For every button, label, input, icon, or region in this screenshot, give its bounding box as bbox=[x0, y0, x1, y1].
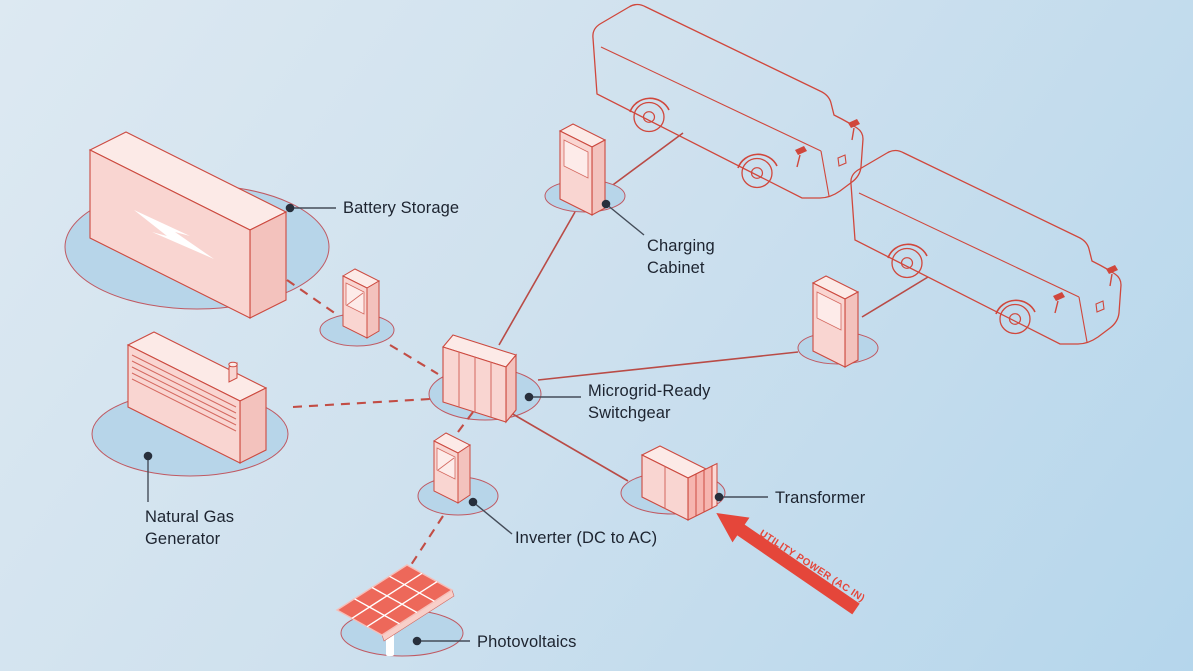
label-photovoltaics: Photovoltaics bbox=[477, 631, 576, 653]
photovoltaics-unit bbox=[335, 564, 455, 656]
edge-photovoltaics-to-inverter bbox=[408, 515, 444, 569]
label-text: Natural Gas Generator bbox=[145, 508, 235, 548]
edge-cabinet1-to-bus1 bbox=[605, 132, 684, 191]
label-text: Transformer bbox=[775, 489, 866, 507]
label-text: Inverter (DC to AC) bbox=[515, 529, 658, 547]
edge-battery-to-inverter-cabinet bbox=[286, 279, 337, 315]
label-text: Microgrid-Ready Switchgear bbox=[588, 382, 711, 422]
battery-inverter-cabinet bbox=[341, 268, 381, 339]
natural-gas-generator-unit bbox=[126, 331, 268, 464]
label-inverter: Inverter (DC to AC) bbox=[515, 527, 657, 549]
solid-connections bbox=[498, 132, 929, 482]
lightning-bolt-icon bbox=[134, 210, 214, 259]
label-text: Battery Storage bbox=[343, 199, 460, 217]
label-switchgear: Microgrid-Ready Switchgear bbox=[588, 380, 728, 424]
edge-generator-to-switchgear bbox=[292, 397, 431, 409]
switchgear-unit bbox=[442, 334, 517, 424]
label-battery-storage: Battery Storage bbox=[343, 197, 459, 219]
edge-inverter-to-switchgear bbox=[457, 411, 474, 433]
edge-switchgear-to-cabinet2 bbox=[537, 351, 799, 381]
label-dots bbox=[143, 199, 724, 646]
label-text: Photovoltaics bbox=[477, 633, 577, 651]
label-text: Charging Cabinet bbox=[647, 237, 715, 277]
utility-power-arrow-icon bbox=[716, 513, 860, 615]
edge-switchgear-to-transformer bbox=[510, 412, 629, 482]
edge-switchgear-to-cabinet1 bbox=[498, 211, 576, 346]
bus-icon bbox=[850, 149, 1122, 345]
label-natural-gas-generator: Natural Gas Generator bbox=[145, 506, 250, 550]
label-transformer: Transformer bbox=[775, 487, 865, 509]
charging-cabinet-unit bbox=[544, 123, 626, 216]
dashed-connections bbox=[286, 279, 474, 569]
label-charging-cabinet: Charging Cabinet bbox=[647, 235, 732, 279]
edge-inverter-cabinet-to-switchgear bbox=[389, 344, 439, 375]
transformer-unit bbox=[640, 445, 718, 521]
label-leaders bbox=[147, 203, 768, 642]
charging-cabinet-unit bbox=[797, 275, 879, 368]
inverter-unit bbox=[433, 432, 471, 504]
edge-cabinet2-to-bus2 bbox=[861, 276, 929, 318]
battery-storage-unit bbox=[88, 131, 288, 319]
